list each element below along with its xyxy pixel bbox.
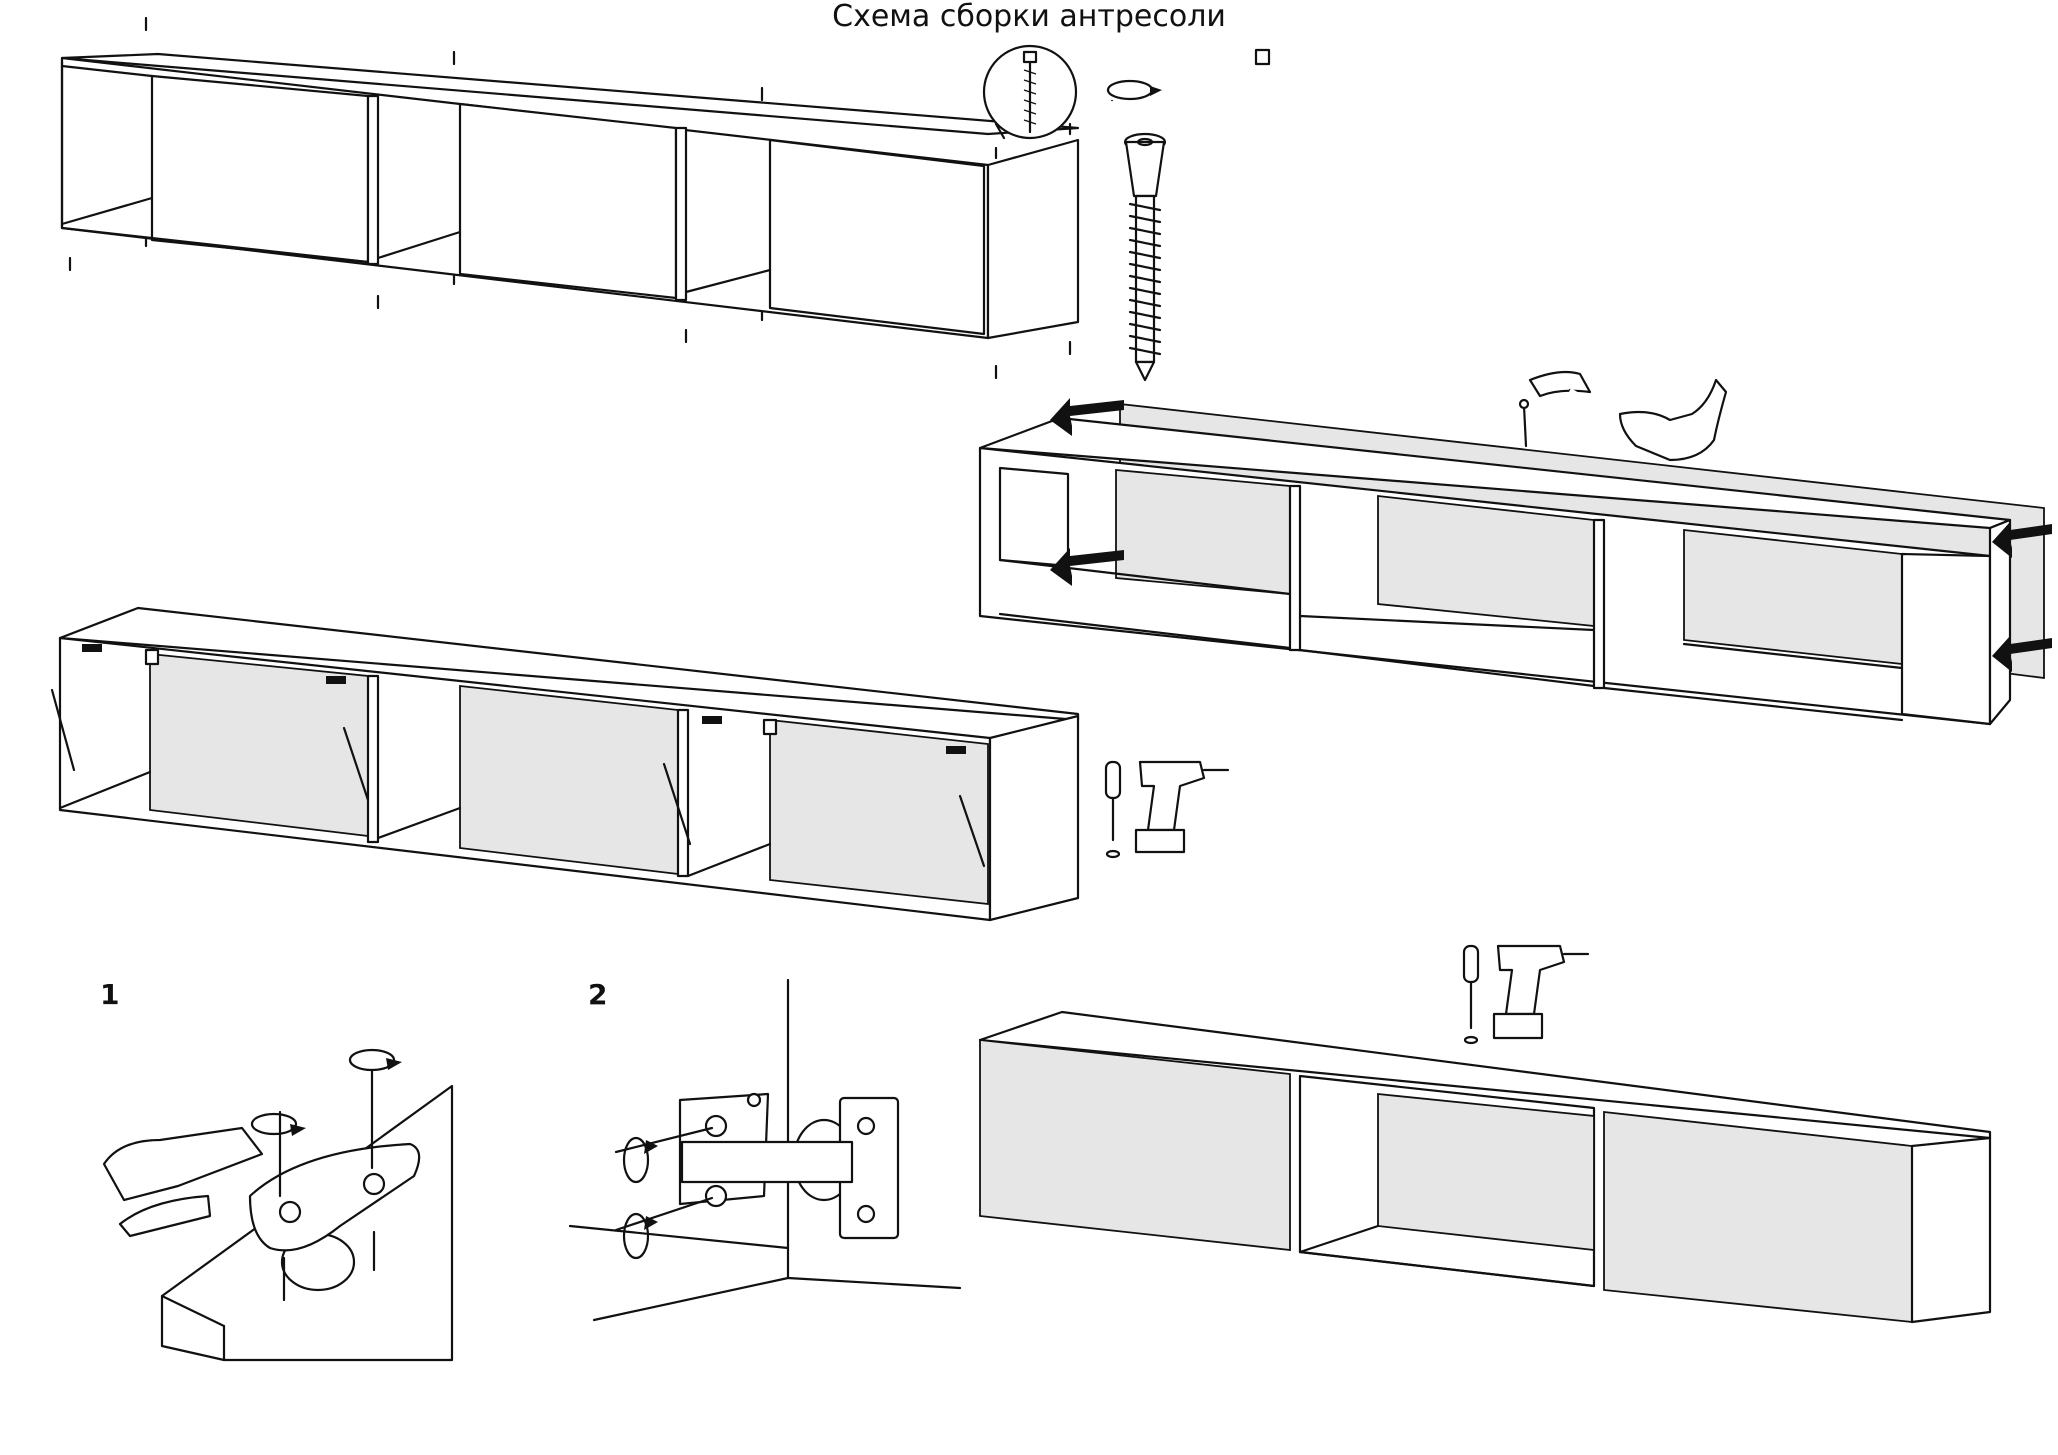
cabinet1-top xyxy=(60,52,1080,136)
cabinet1-bay1 xyxy=(150,74,370,264)
cabinet1-divider-2 xyxy=(674,126,688,302)
magnifier-icon xyxy=(982,44,1078,140)
door-right xyxy=(1603,1110,1913,1323)
cabinet1-side xyxy=(986,138,1080,340)
hex-key-icon xyxy=(1106,40,1271,107)
cabinet3-top xyxy=(58,606,1080,722)
hinge-detail-1 xyxy=(102,1048,454,1362)
cabinet4-top xyxy=(978,1010,1992,1140)
screwdriver-icon xyxy=(1104,760,1122,859)
cabinet1-bay2 xyxy=(458,102,678,300)
lift-mechanism xyxy=(50,644,986,868)
step-label-1: 1 xyxy=(100,978,120,1011)
cabinet-lift-step xyxy=(50,606,1080,922)
diagram-title: Схема сборки антресоли xyxy=(832,0,1226,34)
hinge-detail-2 xyxy=(568,978,962,1322)
cabinet-backpanel-step xyxy=(978,398,2052,726)
cabinet1-divider-1 xyxy=(366,94,380,266)
confirmat-screw-icon xyxy=(1123,132,1167,382)
cabinet2-divider-2 xyxy=(1592,518,1606,690)
cordless-drill-icon-2 xyxy=(1492,944,1590,1040)
cabinet-frame-step xyxy=(60,16,1080,380)
screwdriver-icon-2 xyxy=(1462,944,1480,1045)
cabinet2-divider-1 xyxy=(1288,484,1302,652)
push-arrow-icon xyxy=(1050,398,2052,672)
cabinet1-bay3 xyxy=(768,138,986,336)
hand-icon xyxy=(1618,378,1728,462)
cordless-drill-icon xyxy=(1134,760,1230,854)
step-label-2: 2 xyxy=(588,978,608,1011)
cabinet3-divider-2 xyxy=(676,708,690,878)
door-left xyxy=(979,1038,1291,1252)
cabinet-doors-step xyxy=(978,1010,1992,1324)
cabinet3-divider-1 xyxy=(366,674,380,844)
hammer-icon xyxy=(1518,370,1642,448)
